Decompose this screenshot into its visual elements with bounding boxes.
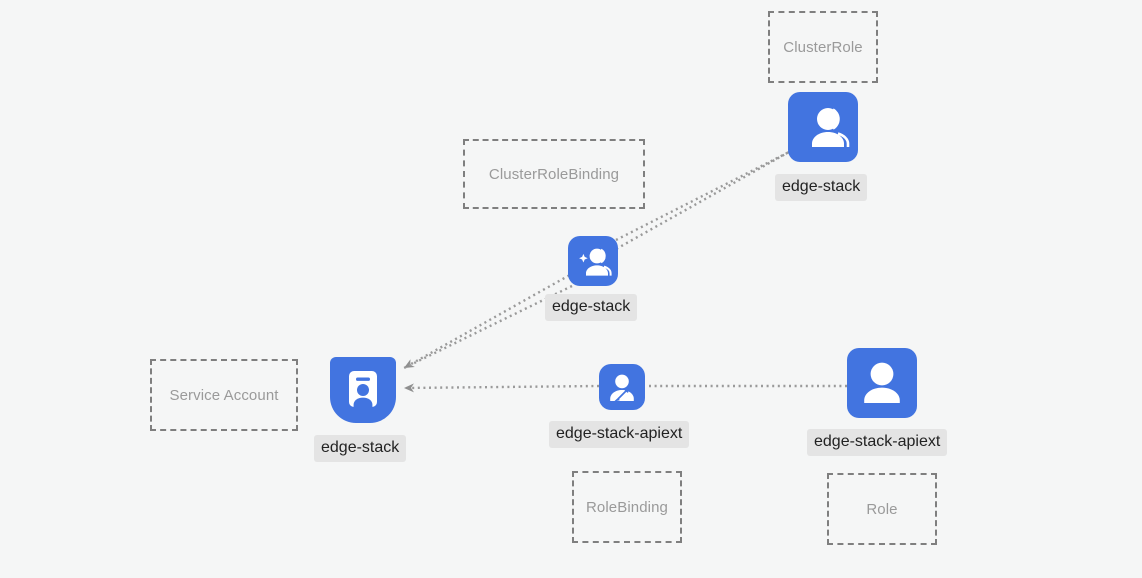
id-badge-icon[interactable] [330, 357, 396, 423]
kind-box-label: Role [866, 500, 898, 518]
kind-box-clusterrolebinding[interactable]: ClusterRoleBinding [463, 139, 645, 209]
users-icon[interactable] [788, 92, 858, 162]
node-name-chip[interactable]: edge-stack [314, 435, 407, 462]
kind-box-label: RoleBinding [586, 498, 668, 516]
kind-box-label: Service Account [169, 386, 279, 404]
kind-box-role[interactable]: Role [827, 473, 937, 545]
kind-box-clusterrole[interactable]: ClusterRole [768, 11, 878, 83]
node-name-chip[interactable]: edge-stack [775, 174, 868, 201]
connector-edge-rolebinding-to-serviceaccount [403, 383, 600, 393]
kind-box-service-account[interactable]: Service Account [150, 359, 298, 431]
kind-box-label: ClusterRoleBinding [488, 165, 620, 183]
user-icon[interactable] [847, 348, 917, 418]
node-name-chip[interactable]: edge-stack-apiext [807, 429, 948, 456]
kind-box-rolebinding[interactable]: RoleBinding [572, 471, 682, 543]
user-add-icon[interactable] [568, 236, 618, 286]
user-edit-icon[interactable] [599, 364, 645, 410]
node-name-chip[interactable]: edge-stack-apiext [549, 421, 690, 448]
node-name-chip[interactable]: edge-stack [545, 294, 638, 321]
kind-box-label: ClusterRole [783, 38, 863, 56]
